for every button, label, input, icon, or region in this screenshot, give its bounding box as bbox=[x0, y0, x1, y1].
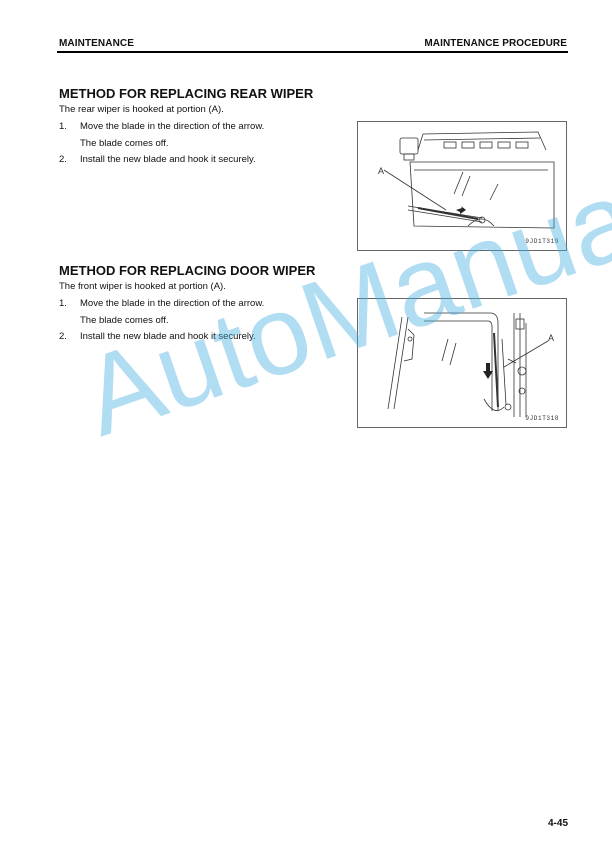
rear-step-1-number: 1. bbox=[59, 121, 67, 132]
door-step-2-text: Install the new blade and hook it secure… bbox=[80, 331, 256, 342]
door-step-2-number: 2. bbox=[59, 331, 67, 342]
rear-wiper-illustration bbox=[383, 131, 555, 229]
header-rule bbox=[57, 51, 568, 53]
door-figure-label-a: A bbox=[548, 333, 555, 343]
door-wiper-illustration bbox=[387, 312, 549, 417]
header-chapter-title: MAINTENANCE PROCEDURE bbox=[424, 38, 567, 49]
rear-step-1-note: The blade comes off. bbox=[80, 138, 169, 149]
door-step-1-text: Move the blade in the direction of the a… bbox=[80, 298, 265, 309]
door-step-1-note: The blade comes off. bbox=[80, 315, 169, 326]
rear-figure-code: 9JD1T319 bbox=[525, 238, 559, 245]
rear-step-2-text: Install the new blade and hook it secure… bbox=[80, 154, 256, 165]
door-wiper-title: METHOD FOR REPLACING DOOR WIPER bbox=[59, 263, 316, 278]
rear-step-1-text: Move the blade in the direction of the a… bbox=[80, 121, 265, 132]
rear-wiper-figure: A 9JD1T319 bbox=[357, 121, 567, 251]
rear-wiper-intro: The rear wiper is hooked at portion (A). bbox=[59, 104, 224, 115]
rear-wiper-title: METHOD FOR REPLACING REAR WIPER bbox=[59, 86, 314, 101]
door-wiper-intro: The front wiper is hooked at portion (A)… bbox=[59, 281, 226, 292]
door-step-1-number: 1. bbox=[59, 298, 67, 309]
page-number: 4-45 bbox=[547, 818, 568, 829]
door-wiper-figure: A 9JD1T318 bbox=[357, 298, 567, 428]
rear-figure-label-a: A bbox=[378, 166, 385, 176]
door-figure-code: 9JD1T318 bbox=[525, 415, 559, 422]
rear-step-2-number: 2. bbox=[59, 154, 67, 165]
header-section-title: MAINTENANCE bbox=[59, 38, 134, 49]
